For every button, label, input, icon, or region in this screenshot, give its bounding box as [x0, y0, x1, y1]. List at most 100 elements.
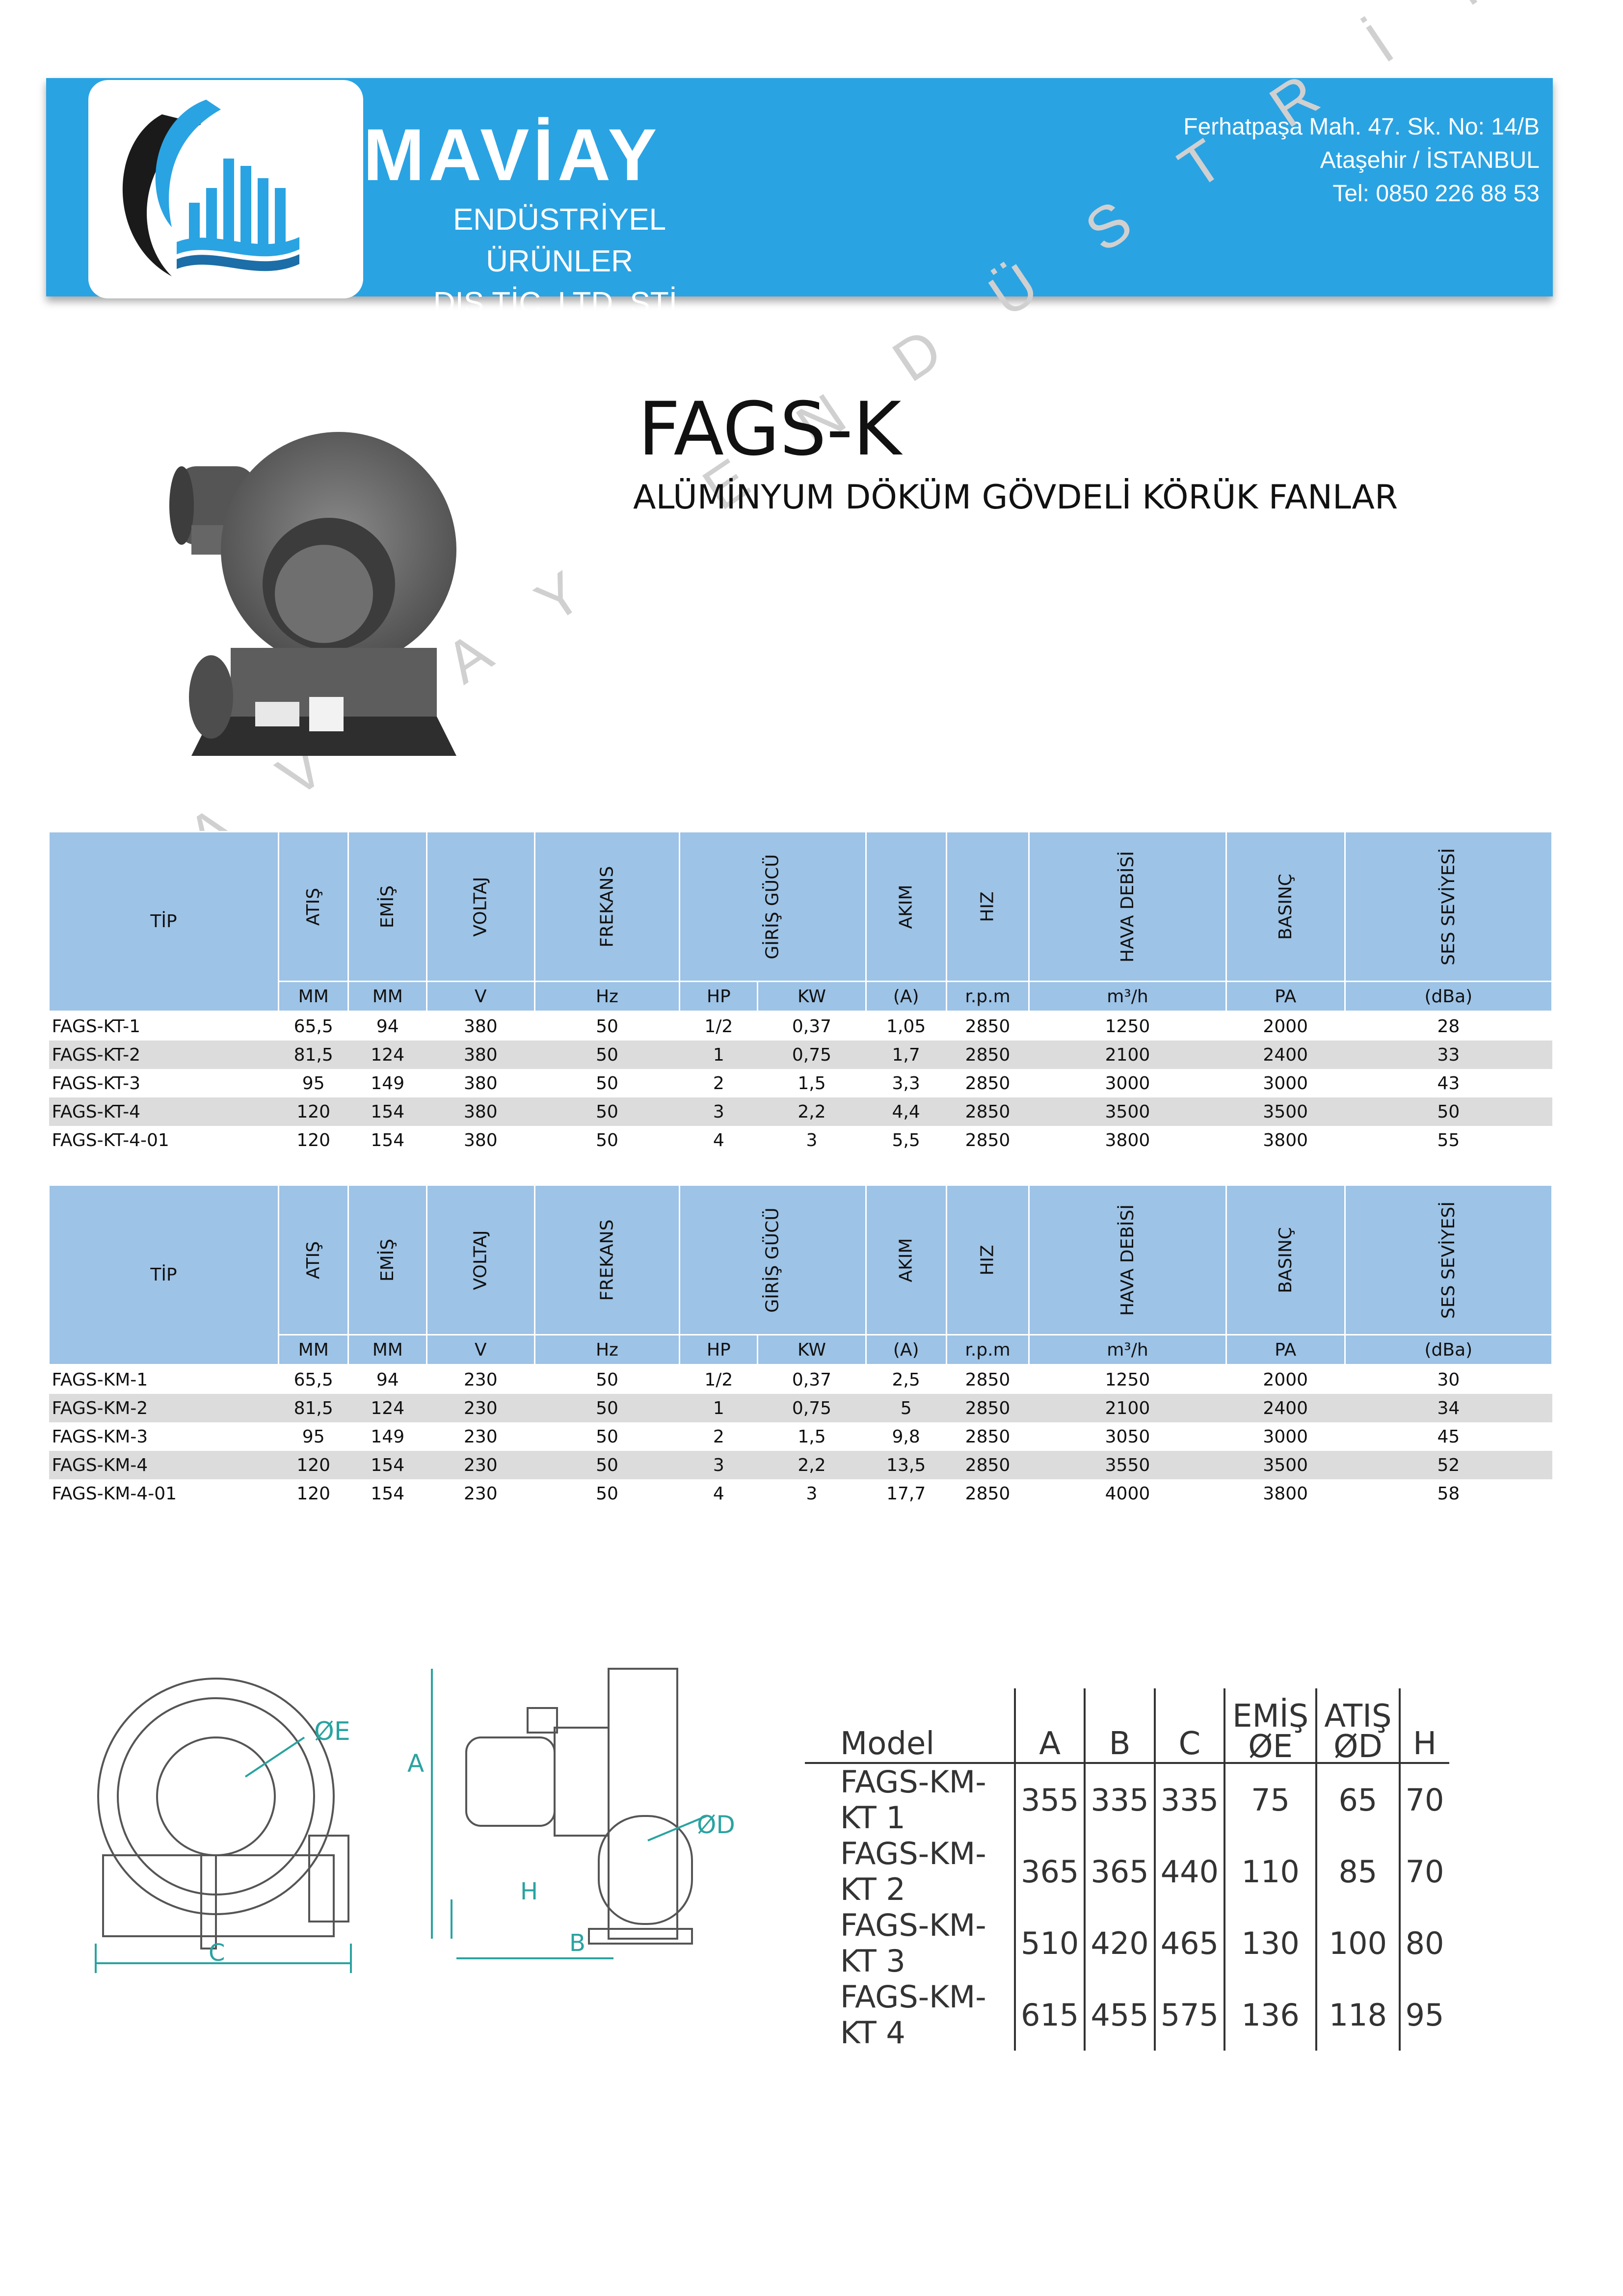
spec-cell: 3000	[1263, 1426, 1308, 1447]
spec-cell: 154	[348, 1451, 427, 1479]
unit-cell: r.p.m	[945, 1334, 1030, 1365]
unit-cell: MM	[277, 981, 349, 1012]
header-tip: TİP	[48, 1184, 279, 1365]
dims-cell: 80	[1405, 1925, 1444, 1961]
spec-cell: 2400	[1226, 1041, 1345, 1069]
dims-cell: 510	[1015, 1907, 1086, 1979]
spec-cell: 2850	[965, 1073, 1011, 1094]
dims-cell: 420	[1085, 1907, 1156, 1979]
unit-cell: (A)	[865, 981, 947, 1012]
spec-table-kt: TİP ATIŞ EMİŞ VOLTAJ FREKANS GİRİŞ GÜCÜ …	[48, 831, 1553, 1154]
spec-table-km: TİP ATIŞ EMİŞ VOLTAJ FREKANS GİRİŞ GÜCÜ …	[48, 1184, 1553, 1508]
header-tip: TİP	[48, 831, 279, 1012]
spec-cell: 2000	[1263, 1016, 1308, 1037]
model-name: FAGS-KT-1	[52, 1016, 141, 1037]
spec-cell: 3500	[1226, 1451, 1345, 1479]
model-name: FAGS-KM-4	[49, 1451, 279, 1479]
model-name: FAGS-KT-4-01	[52, 1130, 169, 1150]
spec-cell: 230	[464, 1426, 498, 1447]
dims-cell: 136	[1224, 1979, 1318, 2051]
spec-cell: 120	[278, 1097, 348, 1126]
spec-cell: 4	[713, 1483, 724, 1504]
spec-cell: 81,5	[278, 1041, 348, 1069]
spec-cell: 30	[1437, 1369, 1460, 1390]
spec-cell: 50	[596, 1073, 618, 1094]
spec-cell: 380	[426, 1041, 535, 1069]
company-address: Ferhatpaşa Mah. 47. Sk. No: 14/B Ataşehi…	[1183, 110, 1540, 211]
header-ses-seviyesi: SES SEVİYESİ	[1344, 1184, 1553, 1335]
spec-cell: 94	[376, 1369, 399, 1390]
spec-cell: 1	[679, 1394, 758, 1422]
dims-header-e: EMİŞ ØE	[1224, 1688, 1318, 1764]
spec-cell: 65,5	[293, 1369, 333, 1390]
unit-cell: r.p.m	[945, 981, 1030, 1012]
spec-cell: 28	[1437, 1016, 1460, 1037]
unit-cell: Hz	[533, 1334, 681, 1365]
spec-cell: 50	[596, 1483, 618, 1504]
spec-cell: 2,2	[757, 1451, 866, 1479]
spec-cell: 65,5	[293, 1016, 333, 1037]
spec-cell: 1/2	[704, 1369, 733, 1390]
dims-cell: 118	[1316, 1979, 1401, 2051]
spec-cell: 2850	[965, 1016, 1011, 1037]
spec-cell: 3	[679, 1451, 758, 1479]
label-b: B	[569, 1929, 585, 1957]
dims-model: FAGS-KM- KT 2	[805, 1836, 1016, 1907]
dims-cell: 70	[1405, 1853, 1444, 1890]
spec-cell: 50	[596, 1369, 618, 1390]
spec-cell: 33	[1345, 1041, 1552, 1069]
spec-cell: 50	[596, 1426, 618, 1447]
brand-name: MAVİAY	[363, 113, 661, 196]
label-c: C	[209, 1939, 225, 1967]
unit-cell: MM	[277, 1334, 349, 1365]
spec-cell: 230	[464, 1369, 498, 1390]
header-frekans: FREKANS	[533, 831, 681, 982]
unit-cell: V	[426, 1334, 535, 1365]
spec-cell: 50	[534, 1394, 680, 1422]
spec-header-row: TİP ATIŞ EMİŞ VOLTAJ FREKANS GİRİŞ GÜCÜ …	[48, 831, 1553, 1012]
spec-cell: 9,8	[892, 1426, 920, 1447]
spec-cell: 0,37	[792, 1016, 832, 1037]
dims-model: FAGS-KM- KT 4	[805, 1979, 1016, 2051]
spec-cell: 5	[866, 1394, 947, 1422]
spec-cell: 2850	[946, 1394, 1029, 1422]
unit-row: MM MM V Hz HP KW (A) r.p.m m³/h PA (dBa)	[49, 981, 1553, 1012]
header-giris-gucu: GİRİŞ GÜCÜ	[679, 1184, 867, 1335]
spec-cell: 50	[534, 1451, 680, 1479]
spec-cell: 3050	[1105, 1426, 1150, 1447]
spec-cell: 94	[376, 1016, 399, 1037]
spec-cell: 230	[426, 1394, 535, 1422]
header-hava-debisi: HAVA DEBİSİ	[1028, 1184, 1227, 1335]
spec-cell: 2000	[1263, 1369, 1308, 1390]
unit-row: MM MM V Hz HP KW (A) r.p.m m³/h PA (dBa)	[49, 1334, 1553, 1365]
dims-header-b: B	[1085, 1688, 1156, 1764]
dims-cell: 615	[1015, 1979, 1086, 2051]
dims-header-a: A	[1015, 1688, 1086, 1764]
dims-header-row: Model A B C EMİŞ ØE ATIŞ ØD H	[805, 1688, 1449, 1764]
header-hiz: HIZ	[945, 1184, 1030, 1335]
spec-cell: 2850	[965, 1483, 1011, 1504]
spec-cell: 380	[464, 1016, 498, 1037]
spec-cell: 154	[371, 1483, 405, 1504]
side-view-drawing: A ØD H B	[407, 1668, 735, 1959]
dims-cell: 335	[1154, 1763, 1226, 1836]
dims-cell: 75	[1224, 1763, 1318, 1836]
dims-header-d: ATIŞ ØD	[1316, 1688, 1401, 1764]
header-emis: EMİŞ	[347, 831, 428, 982]
spec-cell: 2850	[965, 1369, 1011, 1390]
spec-cell: 3500	[1029, 1097, 1226, 1126]
spec-cell: 149	[371, 1426, 405, 1447]
spec-cell: 3550	[1029, 1451, 1226, 1479]
dims-cell: 130	[1224, 1907, 1318, 1979]
spec-cell: 95	[302, 1073, 325, 1094]
dims-cell: 110	[1224, 1836, 1318, 1907]
